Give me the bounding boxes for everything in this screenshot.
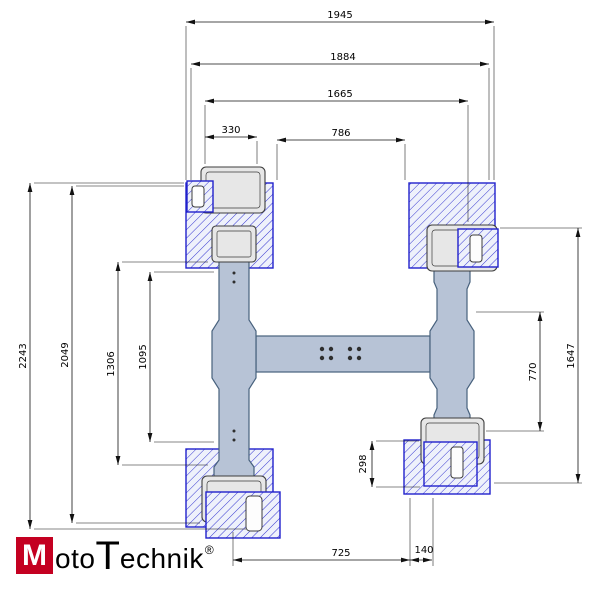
dim-label-left-arm-outer: 1306 xyxy=(106,351,117,376)
bottom-left-slot xyxy=(245,495,263,532)
top-left-adapter-inner xyxy=(216,230,252,258)
dim-label-left-arm-inner: 1095 xyxy=(138,344,149,369)
top-left-adapter-block xyxy=(211,225,257,263)
center-beam xyxy=(255,335,431,373)
dim-label-bottom-span: 725 xyxy=(331,548,350,559)
bottom-left-pad-section xyxy=(205,491,281,539)
dimension-lines xyxy=(27,19,581,563)
center-bolt-holes xyxy=(319,346,362,361)
logo-oto-text: oto xyxy=(55,543,96,574)
arm-bolt-holes xyxy=(232,271,236,442)
dimension-labels: 1945 1884 1665 330 786 2243 2049 1306 10… xyxy=(18,10,577,559)
dim-label-pad-width: 330 xyxy=(221,125,240,136)
dimensions: 1945 1884 1665 330 786 2243 2049 1306 10… xyxy=(18,10,582,566)
top-left-slot xyxy=(191,185,205,208)
dim-label-bottom-offset: 140 xyxy=(414,545,433,556)
left-arm xyxy=(211,242,257,479)
bottom-right-slot xyxy=(450,446,464,479)
lift-pads xyxy=(186,166,499,539)
dim-label-right-arm-span: 770 xyxy=(528,362,539,381)
dim-label-overall-width: 1945 xyxy=(327,10,352,21)
logo-t-letter: T xyxy=(95,534,120,578)
extension-lines xyxy=(34,26,582,566)
dim-label-frame-length: 2049 xyxy=(60,342,71,367)
top-right-slot xyxy=(469,234,483,263)
logo-m-mark: M xyxy=(16,537,53,574)
mototechnik-logo: M oto T echnik ® xyxy=(16,534,214,578)
dim-label-frame-width: 1884 xyxy=(330,52,355,63)
right-arm xyxy=(429,269,475,444)
logo-echnik-text: echnik xyxy=(119,543,204,574)
dim-label-center-gap: 786 xyxy=(331,128,350,139)
dim-label-inner-width: 1665 xyxy=(327,89,352,100)
logo-m-letter: M xyxy=(22,538,47,572)
dim-label-pad-depth: 298 xyxy=(358,454,369,473)
lift-frame xyxy=(211,242,475,479)
registered-trademark-icon: ® xyxy=(204,543,214,557)
dim-label-right-side-length: 1647 xyxy=(566,343,577,368)
dim-label-overall-length: 2243 xyxy=(18,343,29,368)
